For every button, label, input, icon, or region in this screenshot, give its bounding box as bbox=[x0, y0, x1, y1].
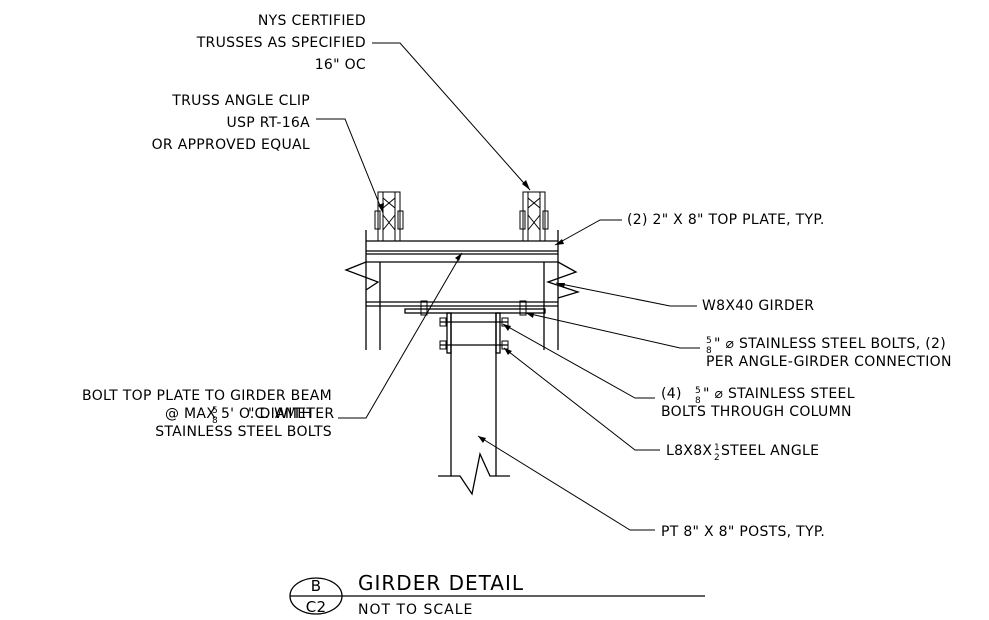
leader-lines bbox=[316, 42, 700, 531]
sheet-number: C2 bbox=[306, 598, 327, 616]
girder-bolts bbox=[420, 300, 527, 316]
w8x40-girder bbox=[344, 261, 581, 350]
clip-note-line-3: OR APPROVED EQUAL bbox=[152, 137, 310, 153]
detail-title: GIRDER DETAIL bbox=[358, 571, 524, 595]
bolts-note-1-frac-den: 8 bbox=[706, 346, 712, 356]
girder-note: W8X40 GIRDER bbox=[702, 298, 814, 314]
angle-note-frac-den: 2 bbox=[714, 453, 720, 463]
column-bolts bbox=[439, 317, 509, 350]
trusses-note-line-2: TRUSSES AS SPECIFIED bbox=[196, 35, 366, 51]
bolt-top-plate-note-line-2a: @ MAX 5' O.C. WITH bbox=[165, 406, 312, 422]
bolts-note-1-line-2: PER ANGLE-GIRDER CONNECTION bbox=[706, 354, 952, 370]
bolts-note-2-prefix: (4) bbox=[661, 386, 682, 402]
bolt-top-plate-note-line-3: STAINLESS STEEL BOLTS bbox=[155, 424, 332, 440]
top-plate-note: (2) 2" X 8" TOP PLATE, TYP. bbox=[627, 212, 825, 228]
truss-right bbox=[519, 191, 549, 242]
bolts-note-2-frac-num: 5 bbox=[695, 386, 701, 396]
truss-left bbox=[374, 191, 404, 242]
clip-note-line-1: TRUSS ANGLE CLIP bbox=[171, 93, 310, 109]
detail-title-block: B C2 GIRDER DETAIL NOT TO SCALE bbox=[289, 571, 705, 618]
angle-note-frac-num: 1 bbox=[714, 443, 720, 453]
bolt-top-plate-note-line-2b: " DIAMETER bbox=[248, 406, 334, 422]
top-plate bbox=[365, 230, 559, 263]
pt-post bbox=[438, 313, 510, 496]
angle-note-suffix: STEEL ANGLE bbox=[721, 443, 819, 459]
bolts-note-2-line-2: BOLTS THROUGH COLUMN bbox=[661, 404, 852, 420]
bolt-top-plate-frac-den: 8 bbox=[212, 416, 218, 426]
bolt-top-plate-note-line-1: BOLT TOP PLATE TO GIRDER BEAM bbox=[82, 388, 332, 404]
trusses-note-line-3: 16" OC bbox=[315, 57, 366, 73]
trusses-note-line-1: NYS CERTIFIED bbox=[258, 13, 366, 29]
bolts-note-1-line-1: " ⌀ STAINLESS STEEL BOLTS, (2) bbox=[714, 336, 946, 352]
bolts-note-2-frac-den: 8 bbox=[695, 396, 701, 406]
detail-scale: NOT TO SCALE bbox=[358, 602, 473, 618]
clip-note-line-2: USP RT-16A bbox=[227, 115, 311, 131]
bolts-note-2-line-1: " ⌀ STAINLESS STEEL bbox=[703, 386, 855, 402]
bolts-note-1-frac-num: 5 bbox=[706, 336, 712, 346]
detail-letter: B bbox=[311, 577, 322, 595]
posts-note: PT 8" X 8" POSTS, TYP. bbox=[661, 524, 825, 540]
angle-note-prefix: L8X8X bbox=[666, 443, 712, 459]
bolt-top-plate-frac-num: 5 bbox=[212, 406, 218, 416]
